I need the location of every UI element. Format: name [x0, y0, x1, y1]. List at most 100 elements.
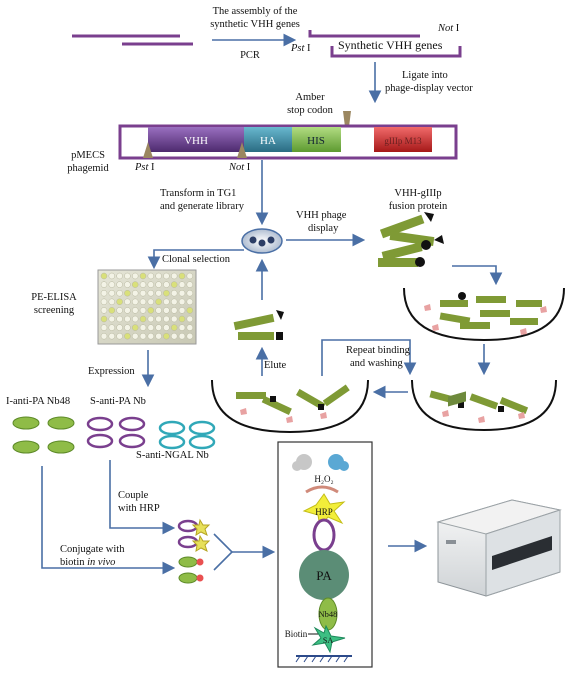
plate-well	[124, 272, 131, 280]
plate-well	[139, 332, 147, 340]
not-site-marker	[237, 142, 247, 158]
couple-arrow	[109, 460, 176, 535]
pcr-label: PCR	[240, 50, 260, 61]
plate-well	[163, 315, 170, 323]
nb2-label: S-anti-PA Nb	[90, 396, 146, 407]
plate-well	[108, 289, 116, 297]
merge-bracket	[213, 533, 234, 571]
plate-well	[178, 272, 186, 280]
plate-well	[131, 298, 139, 306]
phagemid-pst-site: Pst I	[134, 162, 155, 173]
h2o2-label: H₂O₂	[314, 474, 333, 484]
plate-well	[124, 332, 131, 340]
screen-label-line1: PE-ELISA	[31, 292, 77, 303]
plate-well	[155, 289, 162, 297]
couple-label-line1: Couple	[118, 490, 149, 501]
plate-well	[124, 324, 131, 331]
plate-well	[116, 324, 123, 331]
plate-well	[131, 315, 139, 323]
sa-star	[311, 624, 346, 654]
plate-well	[100, 315, 108, 323]
plate-well	[147, 298, 155, 306]
plate-well	[131, 307, 139, 314]
repeat-arrow	[321, 339, 417, 376]
assembly-title-line2: synthetic VHH genes	[210, 19, 300, 30]
plate-well	[116, 315, 123, 323]
plate-well	[100, 272, 108, 280]
plate-well	[186, 307, 194, 314]
plate-well	[155, 307, 162, 314]
hrp-star	[302, 493, 346, 529]
gene-not-site-suffix: I	[456, 23, 460, 34]
phagemid-backbone	[118, 124, 458, 160]
substrate-arrow	[305, 485, 339, 494]
plate-well	[108, 315, 116, 323]
clonal-arrow	[147, 249, 244, 270]
gene-strand-top	[308, 30, 420, 38]
amber-label-line2: stop codon	[287, 105, 334, 116]
plate-well	[170, 332, 178, 340]
plate-well	[147, 289, 155, 297]
plate-well	[139, 272, 147, 280]
plate-well	[155, 332, 162, 340]
plate-well	[178, 307, 186, 314]
panning-bowl-2	[411, 379, 557, 432]
plate-well	[108, 324, 116, 331]
eluted-phage	[233, 310, 284, 340]
nb48-label: Nb48	[319, 609, 338, 619]
plate-well	[178, 281, 186, 288]
colony-dot-1	[249, 236, 257, 244]
phagemid-not-suffix: I	[247, 162, 251, 173]
bowl3-content	[236, 384, 350, 423]
surface-hatch	[295, 655, 349, 663]
plate-well	[186, 324, 194, 331]
plate-well	[139, 307, 147, 314]
plate-well	[155, 272, 162, 280]
plate-well	[170, 272, 178, 280]
plate-well	[186, 298, 194, 306]
plate-well	[116, 289, 123, 297]
plate-well	[116, 307, 123, 314]
phagemid-not-site: Not I	[228, 162, 251, 173]
transform-label-line2: and generate library	[160, 201, 245, 212]
plate-well	[147, 324, 155, 331]
nb1-label: I-anti-PA Nb48	[6, 396, 70, 407]
elisa-plate	[97, 269, 197, 345]
conj-label-line2: biotin in vivo	[60, 557, 115, 568]
plate-reader	[436, 391, 562, 597]
plate-well	[108, 332, 116, 340]
fusion-label-line2: fusion protein	[389, 201, 448, 212]
plate-well	[155, 324, 162, 331]
segment-vhh	[148, 127, 244, 152]
plate-well	[186, 332, 194, 340]
pa-antigen	[299, 550, 349, 600]
plate-well	[163, 332, 170, 340]
plate-well	[178, 289, 186, 297]
colony-dot-2	[258, 239, 266, 247]
assembly-title-line1: The assembly of the	[213, 6, 298, 17]
fusion-protein-cluster	[378, 212, 444, 267]
s-anti-pa-nb	[312, 518, 336, 552]
plate-well	[163, 272, 170, 280]
plate-well	[124, 289, 131, 297]
plate-well	[131, 281, 139, 288]
conjugate-arrow	[41, 466, 176, 575]
plate-well	[100, 307, 108, 314]
plate-well	[108, 298, 116, 306]
plate-well	[124, 307, 131, 314]
repeat-label-line1: Repeat binding	[346, 345, 411, 356]
panning-bowl-3	[211, 379, 369, 434]
phagemid-label-line1: pMECS	[71, 150, 105, 161]
plate-well	[116, 281, 123, 288]
pa-label: PA	[316, 568, 332, 583]
nb48-ovals	[12, 416, 75, 454]
plate-well	[186, 289, 194, 297]
s-anti-ngal-ovals	[158, 420, 216, 450]
bowl2-content	[429, 390, 529, 423]
gene-pst-site-name: Pst	[290, 43, 306, 54]
conj-label-invivo: in vivo	[87, 557, 115, 568]
couple-label-line2: with HRP	[118, 503, 160, 514]
plate-well	[139, 324, 147, 331]
plate-well	[163, 281, 170, 288]
